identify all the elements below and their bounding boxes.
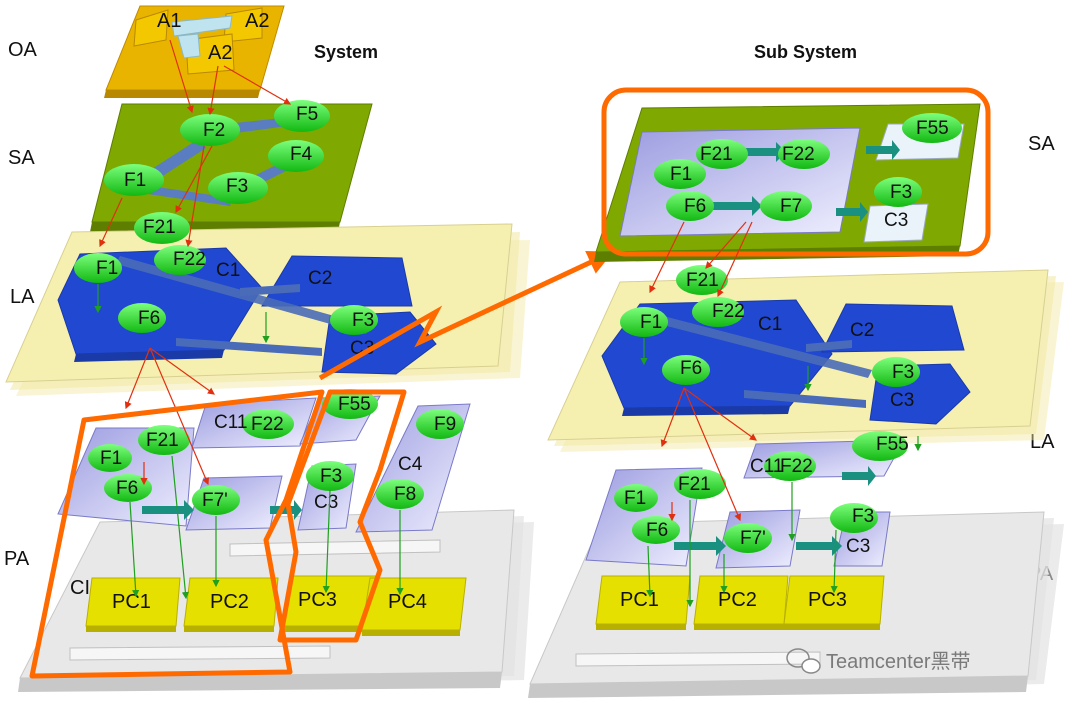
left-pa-f7: F7' — [202, 490, 228, 511]
right-sa-layer: F1 F21 F22 F6 F7 F55 F3 C3 — [594, 103, 981, 262]
left-sa-f4: F4 — [290, 144, 313, 165]
left-la-c2: C2 — [308, 268, 332, 289]
left-pa-pc2: PC2 — [210, 591, 249, 613]
left-highlight-outline-1 — [29, 389, 325, 679]
layer-label-sa: SA — [8, 147, 35, 169]
left-la-f22: F22 — [173, 249, 206, 270]
right-pa-f6: F6 — [646, 520, 668, 541]
left-la-f21: F21 — [143, 217, 176, 238]
left-pa-f21: F21 — [146, 430, 179, 451]
watermark-text: Teamcenter黑带 — [826, 650, 971, 673]
oa-layer: A1 A2 A2 — [104, 5, 285, 98]
right-sa-f55: F55 — [916, 118, 949, 139]
right-sa-f22: F22 — [782, 144, 815, 165]
layer-label-oa: OA — [8, 39, 38, 61]
left-pa-f1: F1 — [100, 448, 122, 469]
right-la-f22: F22 — [712, 301, 745, 322]
left-sa-layer: F1 F2 F5 F4 F3 — [90, 100, 373, 232]
left-sa-f1: F1 — [124, 170, 146, 191]
layer-label-sa-right: SA — [1028, 133, 1055, 155]
right-la-c2: C2 — [850, 320, 874, 341]
right-pa-pc3: PC3 — [808, 589, 847, 611]
right-la-f21: F21 — [686, 270, 719, 291]
right-sa-f3: F3 — [890, 182, 912, 203]
watermark: Teamcenter黑带 — [786, 648, 971, 674]
wechat-icon — [786, 648, 821, 674]
left-la-layer: F21 F1 F22 C1 C2 F6 F3 C3 — [5, 212, 530, 396]
left-la-f1: F1 — [96, 258, 118, 279]
right-pa-pc2: PC2 — [718, 589, 757, 611]
right-pa-f1: F1 — [624, 488, 646, 509]
left-pa-pc3: PC3 — [298, 589, 337, 611]
left-pa-c3: C3 — [314, 492, 338, 513]
right-pa-f22: F22 — [780, 456, 813, 477]
left-sa-f5: F5 — [296, 104, 318, 125]
right-la-c1: C1 — [758, 314, 782, 335]
left-la-f3: F3 — [352, 310, 374, 331]
left-pa-f3: F3 — [320, 466, 342, 487]
left-pa-c11: C11 — [214, 412, 247, 433]
left-pa-f9: F9 — [434, 414, 456, 435]
right-pa-layer: F55 F21 F1 F6 C11 F22 F7' F3 C3 PC1 PC2 … — [528, 431, 1064, 698]
right-la-f3: F3 — [892, 362, 914, 383]
oa-a1: A1 — [157, 10, 181, 32]
right-pa-f7: F7' — [740, 528, 766, 549]
right-la-layer: F21 F1 F22 C1 C2 F6 F3 C3 — [547, 265, 1064, 452]
left-pa-f55: F55 — [338, 394, 371, 415]
right-sa-c3: C3 — [884, 210, 908, 231]
left-la-c3: C3 — [350, 338, 374, 359]
oa-a2: A2 — [208, 42, 232, 64]
right-pa-f55: F55 — [876, 434, 909, 455]
right-sa-f1: F1 — [670, 164, 692, 185]
orange-link-arrow — [318, 251, 614, 381]
left-sa-f2: F2 — [203, 120, 225, 141]
right-highlight-outline — [601, 87, 991, 257]
oa-a2-top: A2 — [245, 10, 269, 32]
right-la-f1: F1 — [640, 312, 662, 333]
layer-label-pa: PA — [4, 548, 30, 570]
layer-label-la: LA — [10, 286, 35, 308]
left-pa-f8: F8 — [394, 484, 416, 505]
right-pa-f21: F21 — [678, 474, 711, 495]
right-la-c3: C3 — [890, 390, 914, 411]
right-pa-f3: F3 — [852, 506, 874, 527]
right-sa-f21: F21 — [700, 144, 733, 165]
layer-label-la-right: LA — [1030, 431, 1055, 453]
right-pa-c11: C11 — [750, 456, 783, 477]
left-la-f6: F6 — [138, 308, 160, 329]
left-highlight-outline-2 — [277, 389, 407, 643]
left-pa-pc4: PC4 — [388, 591, 427, 613]
left-pa-f6: F6 — [116, 478, 138, 499]
left-pa-c4: C4 — [398, 454, 423, 475]
right-sa-f6: F6 — [684, 196, 706, 217]
right-la-f6: F6 — [680, 358, 702, 379]
right-sa-f7: F7 — [780, 196, 802, 217]
right-trace-links — [640, 221, 922, 608]
right-pa-pc1: PC1 — [620, 589, 659, 611]
right-pa-c3: C3 — [846, 536, 870, 557]
left-la-c1: C1 — [216, 260, 240, 281]
left-pa-layer: F21 F1 F6 C11 F22 F7' F55 F9 C4 F3 C3 F8… — [18, 389, 534, 692]
left-pa-pc1: PC1 — [112, 591, 151, 613]
left-sa-f3: F3 — [226, 176, 248, 197]
left-trace-links — [94, 39, 404, 600]
heading-system: System — [314, 42, 378, 62]
heading-subsystem: Sub System — [754, 42, 857, 62]
left-pa-ci: CI — [70, 577, 90, 599]
left-pa-f22: F22 — [251, 414, 284, 435]
